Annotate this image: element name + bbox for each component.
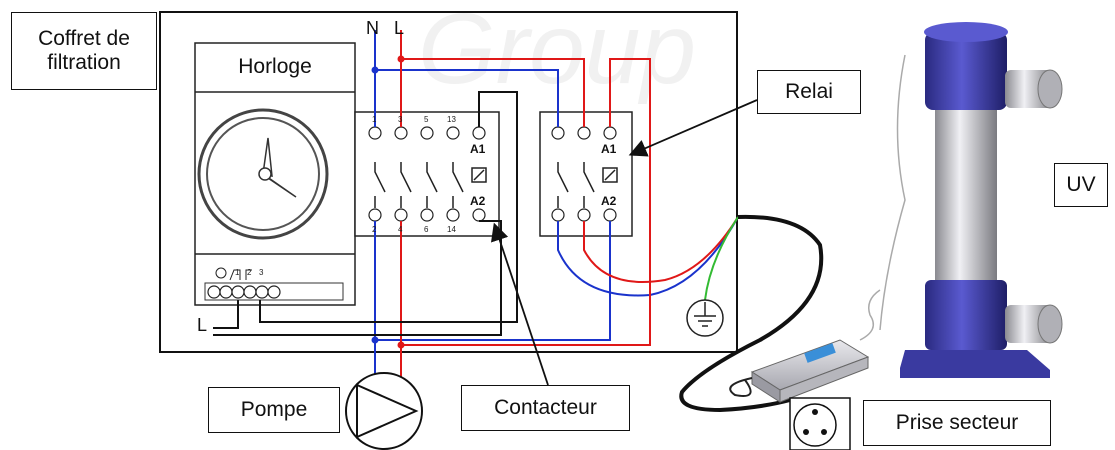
earth-symbol-icon [686, 299, 724, 337]
contactor-terminal-bottom: 6 [424, 225, 429, 234]
earth-wire [704, 216, 739, 301]
pompe-label-text: Pompe [240, 398, 308, 422]
timer-screw-terminals [207, 285, 281, 299]
uv-fittings [1005, 69, 1063, 344]
contactor-coil-a1: A1 [470, 142, 486, 156]
neutral-wires [374, 30, 739, 395]
contactor-coil-a2: A2 [470, 194, 486, 208]
horloge-label-text: Horloge [238, 55, 312, 79]
contactor-terminal-bottom: 14 [447, 225, 456, 234]
contacteur-label: Contacteur [461, 385, 630, 431]
prise-secteur-label-text: Prise secteur [895, 411, 1019, 435]
relay-coil-a2: A2 [601, 194, 617, 208]
pompe-label: Pompe [208, 387, 340, 433]
live-label: L [394, 18, 405, 38]
contactor-terminal-bottom: 4 [398, 225, 403, 234]
relay-module [539, 111, 633, 237]
uv-ballast [729, 289, 881, 403]
contactor-module [354, 111, 500, 237]
live-side-label: L [197, 315, 208, 335]
relai-label: Relai [757, 70, 861, 114]
contactor-terminal-bottom: 2 [372, 225, 377, 234]
junction-dots [371, 55, 405, 349]
contactor-terminal-top: 5 [424, 115, 429, 124]
uv-label: UV [1054, 163, 1108, 207]
power-cable [679, 214, 824, 413]
cabinet-box [159, 11, 738, 353]
contactor-terminal-top: 1 [372, 115, 377, 124]
contactor-terminal-top: 13 [447, 115, 456, 124]
contactor-terminal-top: 3 [398, 115, 403, 124]
coffret-label: Coffret de filtration [11, 12, 157, 90]
power-outlet-icon [789, 397, 851, 450]
relai-label-text: Relai [785, 80, 833, 104]
neutral-label: N [366, 18, 379, 38]
relay-coil-a1: A1 [601, 142, 617, 156]
coffret-label-text: Coffret de filtration [38, 27, 130, 74]
live-wires [400, 30, 739, 395]
pump-symbol-icon [345, 372, 423, 450]
horloge-label: Horloge [196, 45, 354, 89]
timer-terminal-number: 2 [247, 268, 252, 277]
uv-label-text: UV [1066, 173, 1096, 197]
prise-secteur-label: Prise secteur [863, 400, 1051, 446]
uv-lamp [879, 22, 1063, 378]
timer-terminal-number: 3 [259, 268, 264, 277]
timer-terminal-number: 1 [235, 268, 240, 277]
contacteur-label-text: Contacteur [494, 396, 597, 420]
timer-module [194, 42, 356, 306]
